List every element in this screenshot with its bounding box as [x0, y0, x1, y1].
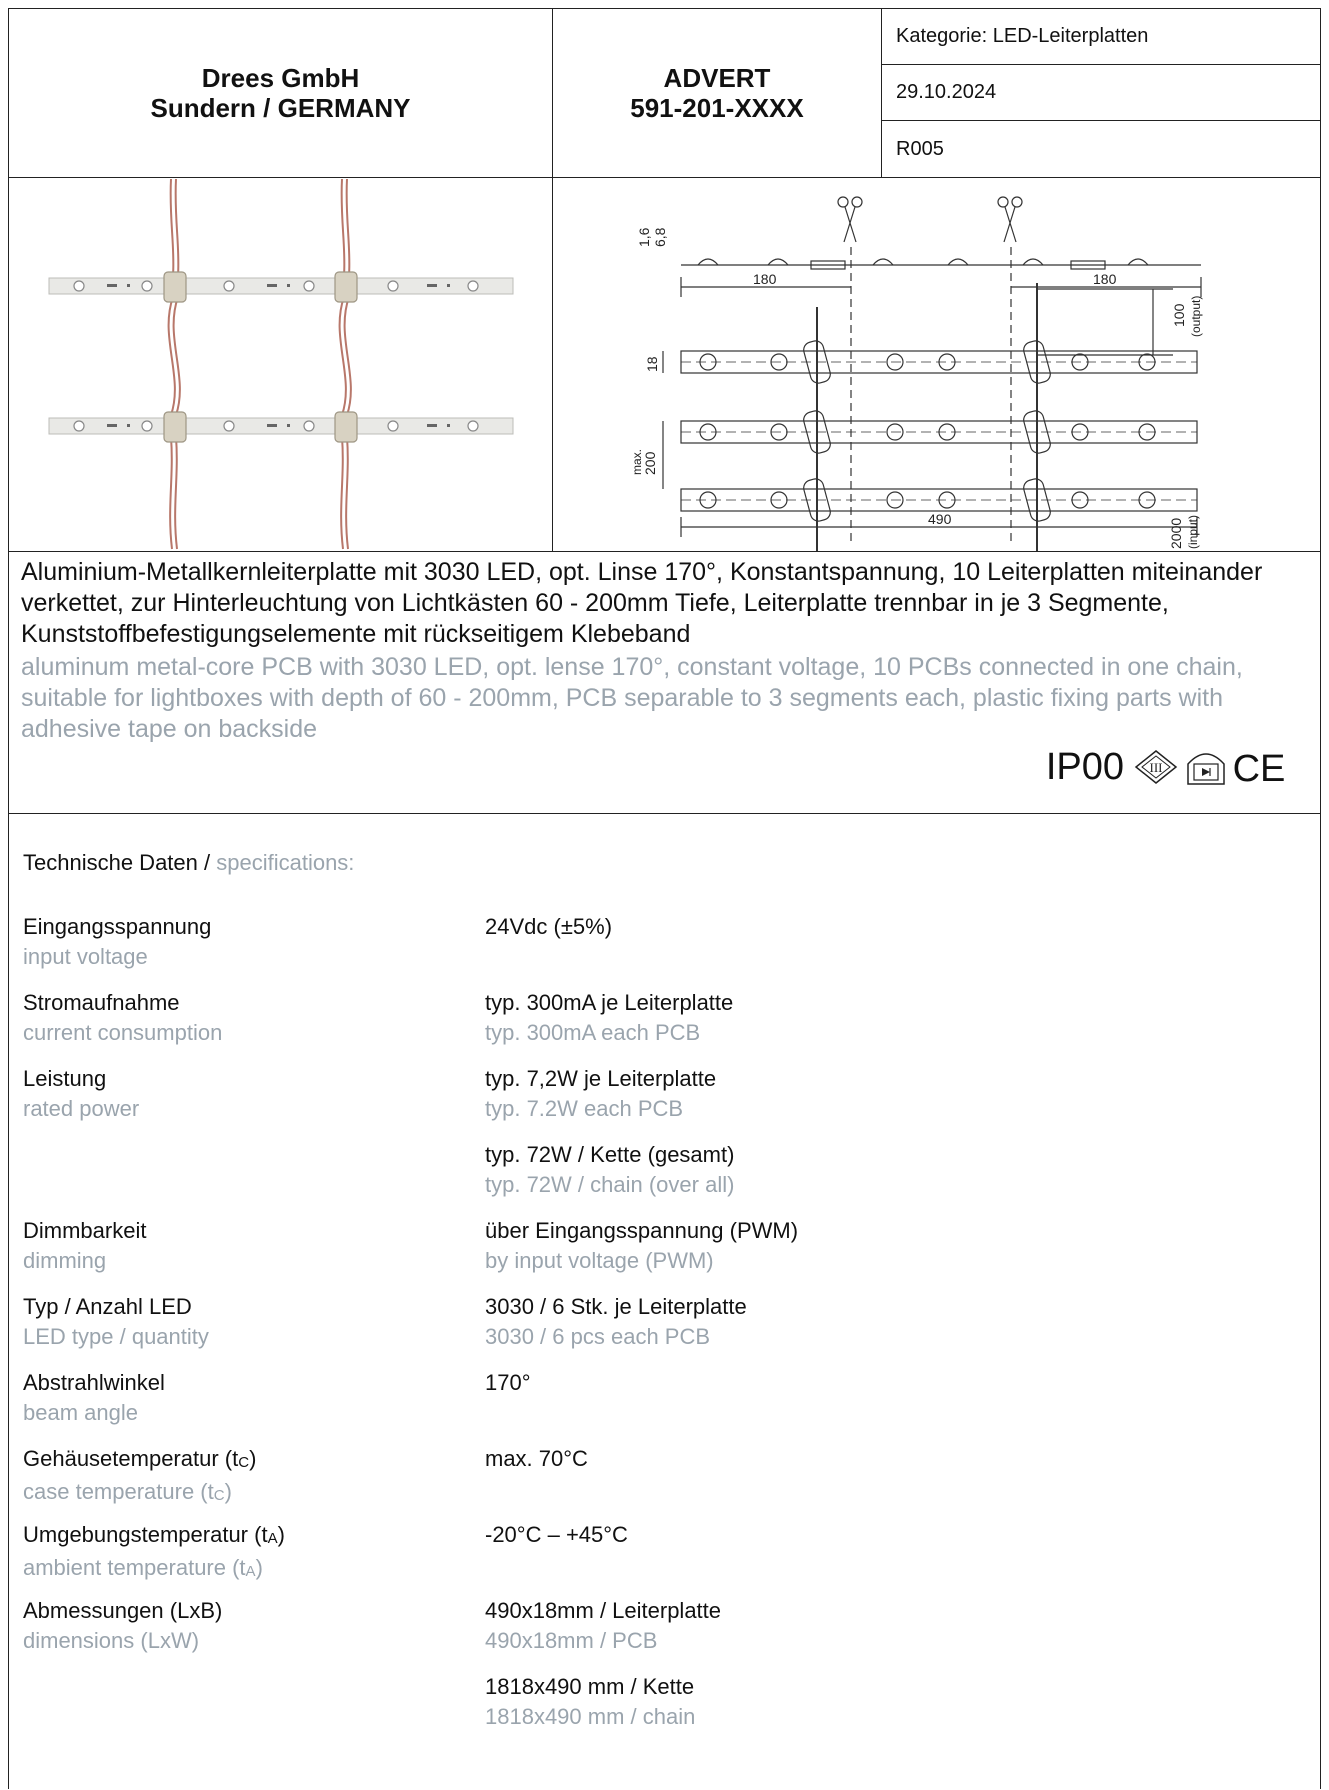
class3-text: III [1150, 760, 1163, 775]
label-en: input voltage [23, 944, 148, 969]
dim-100: 100 [1171, 303, 1187, 327]
dim-1-6: 1,6 [636, 227, 652, 247]
label-de: Gehäusetemperatur (tC) [23, 1446, 257, 1471]
value-en: typ. 72W / chain (over all) [485, 1172, 735, 1197]
led-chain-photo [48, 178, 514, 550]
dim-200: 200 [642, 451, 658, 475]
product-cell: ADVERT 591-201-XXXX [553, 9, 882, 177]
ip-rating: IP00 [1045, 746, 1124, 788]
ce-mark-icon: CE [1234, 748, 1284, 787]
label-de: Typ / Anzahl LED [23, 1294, 192, 1319]
label-de: Eingangsspannung [23, 914, 212, 939]
dim-max-label: max. [630, 449, 644, 475]
description-german: Aluminium-Metallkernleiterplatte mit 303… [21, 558, 1263, 648]
label-en: dimming [23, 1248, 107, 1273]
product-description: Aluminium-Metallkernleiterplatte mit 303… [9, 551, 1320, 814]
value-en: typ. 7.2W each PCB [485, 1096, 684, 1121]
value-de: max. 70°C [485, 1446, 588, 1471]
value-de: typ. 72W / Kette (gesamt) [485, 1142, 735, 1167]
company-location: Sundern / GERMANY [150, 93, 411, 123]
value-en: by input voltage (PWM) [485, 1248, 714, 1273]
label-en: case temperature (tC) [23, 1479, 232, 1504]
value-en: typ. 300mA each PCB [485, 1020, 701, 1045]
value-en: 3030 / 6 pcs each PCB [485, 1324, 711, 1349]
value-de: typ. 300mA je Leiterplatte [485, 990, 734, 1015]
dim-180-left: 180 [753, 271, 777, 287]
label-de: Dimmbarkeit [23, 1218, 147, 1243]
label-de: Abmessungen (LxB) [23, 1598, 223, 1623]
label-de: Abstrahlwinkel [23, 1370, 165, 1395]
value-de: 490x18mm / Leiterplatte [485, 1598, 722, 1623]
label-en: rated power [23, 1096, 140, 1121]
value-en: 1818x490 mm / chain [485, 1704, 696, 1729]
technical-drawing: 1,6 6,8 180 180 18 100 (output) max. 200… [553, 177, 1320, 551]
value-de: -20°C – +45°C [485, 1522, 628, 1547]
product-line: ADVERT [663, 63, 771, 93]
product-photo [9, 177, 553, 551]
dim-2000: 2000 [1168, 518, 1184, 549]
dim-18: 18 [644, 356, 660, 372]
dim-490: 490 [928, 511, 952, 527]
dim-180-right: 180 [1093, 271, 1117, 287]
dim-input-label: (input) [1186, 515, 1200, 549]
specifications-section: Technische Daten / specifications: Einga… [9, 814, 1320, 1790]
company-name: Drees GmbH [201, 63, 360, 93]
image-row: 1,6 6,8 180 180 18 100 (output) max. 200… [9, 177, 1320, 552]
value-de: 3030 / 6 Stk. je Leiterplatte [485, 1294, 747, 1319]
header-table: Drees GmbH Sundern / GERMANY ADVERT 591-… [9, 9, 1320, 178]
label-de: Stromaufnahme [23, 990, 180, 1015]
label-en: LED type / quantity [23, 1324, 209, 1349]
spec-heading: Technische Daten / specifications: [23, 850, 354, 876]
dim-output-label: (output) [1189, 296, 1203, 337]
value-de: 170° [485, 1370, 531, 1395]
dimension-drawing-svg: 1,6 6,8 180 180 18 100 (output) max. 200… [630, 196, 1203, 551]
description-english: aluminum metal-core PCB with 3030 LED, o… [21, 653, 1243, 743]
datasheet: Drees GmbH Sundern / GERMANY ADVERT 591-… [8, 8, 1321, 1789]
date: 29.10.2024 [882, 65, 1320, 121]
label-en: beam angle [23, 1400, 138, 1425]
value-de: 1818x490 mm / Kette [485, 1674, 695, 1699]
label-en: ambient temperature (tA) [23, 1555, 263, 1580]
ce-mark-text: CE [1234, 748, 1284, 787]
dim-6-8: 6,8 [652, 227, 668, 247]
label-de: Umgebungstemperatur (tA) [23, 1522, 285, 1547]
category: Kategorie: LED-Leiterplatten [882, 9, 1320, 65]
spec-heading-en: specifications: [216, 850, 355, 875]
value-de: typ. 7,2W je Leiterplatte [485, 1066, 717, 1091]
label-en: current consumption [23, 1020, 223, 1045]
led-driver-symbol-icon [1187, 753, 1225, 785]
label-en: dimensions (LxW) [23, 1628, 200, 1653]
protection-class-3-icon: III [1134, 750, 1178, 784]
spec-heading-sep: / [197, 850, 217, 875]
company-cell: Drees GmbH Sundern / GERMANY [9, 9, 553, 177]
value-de: 24Vdc (±5%) [485, 914, 613, 939]
value-de: über Eingangsspannung (PWM) [485, 1218, 799, 1243]
label-de: Leistung [23, 1066, 107, 1091]
meta-cell: Kategorie: LED-Leiterplatten 29.10.2024 … [882, 9, 1320, 177]
value-en: 490x18mm / PCB [485, 1628, 658, 1653]
revision: R005 [896, 137, 944, 160]
certification-marks: IP00 III CE [1046, 747, 1284, 787]
spec-heading-de: Technische Daten [23, 850, 198, 875]
product-number: 591-201-XXXX [630, 93, 804, 123]
